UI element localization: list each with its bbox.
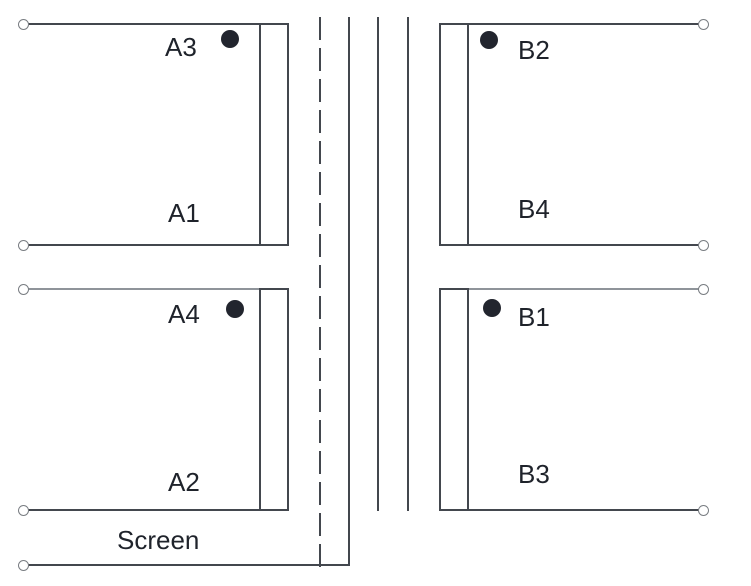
label-b1: B1 xyxy=(518,302,550,332)
label-a2: A2 xyxy=(168,467,200,497)
b2-polarity-dot-icon xyxy=(480,31,498,49)
core-line-1 xyxy=(348,17,350,566)
label-a3: A3 xyxy=(165,32,197,62)
wire-b1 xyxy=(468,288,700,290)
wire-a1 xyxy=(27,244,261,246)
winding-box-a-bottom xyxy=(259,288,289,511)
terminal-screen xyxy=(18,560,29,571)
label-b4: B4 xyxy=(518,194,550,224)
core-line-2 xyxy=(377,17,379,511)
label-b2: B2 xyxy=(518,35,550,65)
terminal-b4 xyxy=(698,240,709,251)
wire-a4 xyxy=(27,288,261,290)
wire-a2 xyxy=(27,509,261,511)
wire-b4 xyxy=(468,244,700,246)
wire-b3 xyxy=(468,509,700,511)
label-a4: A4 xyxy=(168,299,200,329)
terminal-b2 xyxy=(698,19,709,30)
wire-b2 xyxy=(468,23,700,25)
a3-polarity-dot-icon xyxy=(221,30,239,48)
winding-box-b-top xyxy=(439,23,469,246)
b1-polarity-dot-icon xyxy=(483,299,501,317)
terminal-b1 xyxy=(698,284,709,295)
label-screen: Screen xyxy=(117,525,200,555)
core-line-3 xyxy=(407,17,409,511)
terminal-a1 xyxy=(18,240,29,251)
terminal-a2 xyxy=(18,505,29,516)
label-b3: B3 xyxy=(518,459,550,489)
a4-polarity-dot-icon xyxy=(226,300,244,318)
wire-a3 xyxy=(27,23,261,25)
winding-box-a-top xyxy=(259,23,289,246)
winding-box-b-bottom xyxy=(439,288,469,511)
wire-screen xyxy=(27,564,350,566)
label-a1: A1 xyxy=(168,198,200,228)
terminal-b3 xyxy=(698,505,709,516)
terminal-a4 xyxy=(18,284,29,295)
terminal-a3 xyxy=(18,19,29,30)
screen-dashed-line xyxy=(319,17,321,567)
